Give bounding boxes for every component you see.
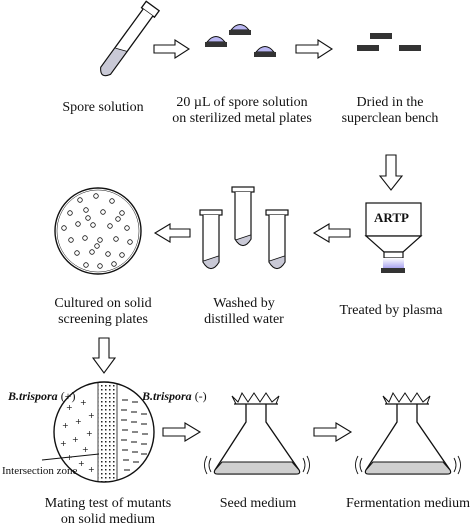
btrispora-minus-label: B.trispora (-) bbox=[142, 389, 207, 403]
step-cultured: Cultured on solid screening plates bbox=[54, 296, 151, 328]
btrispora-plus-sign: (+) bbox=[60, 389, 76, 403]
step-cultured-line2: screening plates bbox=[58, 312, 148, 327]
btrispora-minus-sign: (-) bbox=[194, 389, 207, 403]
step-dried-line1: Dried in the bbox=[356, 95, 424, 110]
dried-plates-icon bbox=[357, 33, 421, 51]
step-dried: Dried in the superclean bench bbox=[342, 95, 439, 127]
svg-text:+: + bbox=[72, 435, 79, 444]
svg-text:+: + bbox=[80, 398, 87, 407]
arrow-right bbox=[153, 38, 191, 60]
seed-flask-icon bbox=[204, 391, 310, 475]
svg-text:+: + bbox=[88, 411, 95, 420]
svg-text:+: + bbox=[66, 403, 73, 412]
btrispora-plus-label: B.trispora (+) bbox=[8, 389, 75, 403]
btrispora-plus-name: B.trispora bbox=[8, 389, 58, 403]
step-spore-on-plates-line1: 20 µL of spore solution bbox=[176, 95, 308, 110]
arrow-right bbox=[313, 422, 353, 442]
screening-plate-icon bbox=[54, 187, 142, 275]
step-treated: Treated by plasma bbox=[339, 303, 443, 318]
arrow-left bbox=[153, 223, 191, 243]
artp-device-icon bbox=[364, 202, 423, 273]
step-mating-test-line2: on solid medium bbox=[60, 512, 156, 527]
svg-text:+: + bbox=[78, 459, 85, 468]
step-spore-solution: Spore solution bbox=[62, 100, 144, 115]
arrow-right bbox=[162, 422, 202, 442]
svg-text:+: + bbox=[82, 445, 89, 454]
svg-text:+: + bbox=[86, 429, 93, 438]
step-washed-line2: distilled water bbox=[204, 312, 284, 327]
step-mating-test-line1: Mating test of mutants bbox=[44, 496, 172, 511]
fermentation-flask-icon bbox=[355, 391, 461, 475]
step-fermentation-medium: Fermentation medium bbox=[345, 496, 471, 511]
svg-text:+: + bbox=[62, 421, 69, 430]
step-spore-on-plates: 20 µL of spore solution on sterilized me… bbox=[172, 95, 312, 127]
svg-text:+: + bbox=[88, 465, 95, 474]
step-cultured-line1: Cultured on solid bbox=[54, 296, 152, 311]
metal-plates-with-drops-icon bbox=[205, 24, 276, 57]
arrow-down bbox=[91, 337, 117, 374]
step-washed: Washed by distilled water bbox=[204, 296, 284, 328]
washing-tubes-icon bbox=[199, 186, 289, 270]
intersection-zone-label: Intersection zone bbox=[2, 465, 78, 477]
svg-text:+: + bbox=[60, 439, 67, 448]
btrispora-minus-name: B.trispora bbox=[142, 389, 192, 403]
step-spore-on-plates-line2: on sterilized metal plates bbox=[172, 111, 312, 126]
arrow-down bbox=[378, 154, 404, 191]
svg-text:+: + bbox=[75, 417, 82, 426]
arrow-left bbox=[312, 223, 351, 243]
arrow-right bbox=[295, 38, 334, 60]
step-washed-line1: Washed by bbox=[213, 296, 275, 311]
step-seed-medium: Seed medium bbox=[219, 496, 297, 511]
artp-label: ARTP bbox=[374, 210, 409, 225]
step-dried-line2: superclean bench bbox=[341, 111, 439, 126]
step-mating-test: Mating test of mutants on solid medium bbox=[45, 496, 171, 528]
test-tube-icon bbox=[100, 0, 161, 77]
